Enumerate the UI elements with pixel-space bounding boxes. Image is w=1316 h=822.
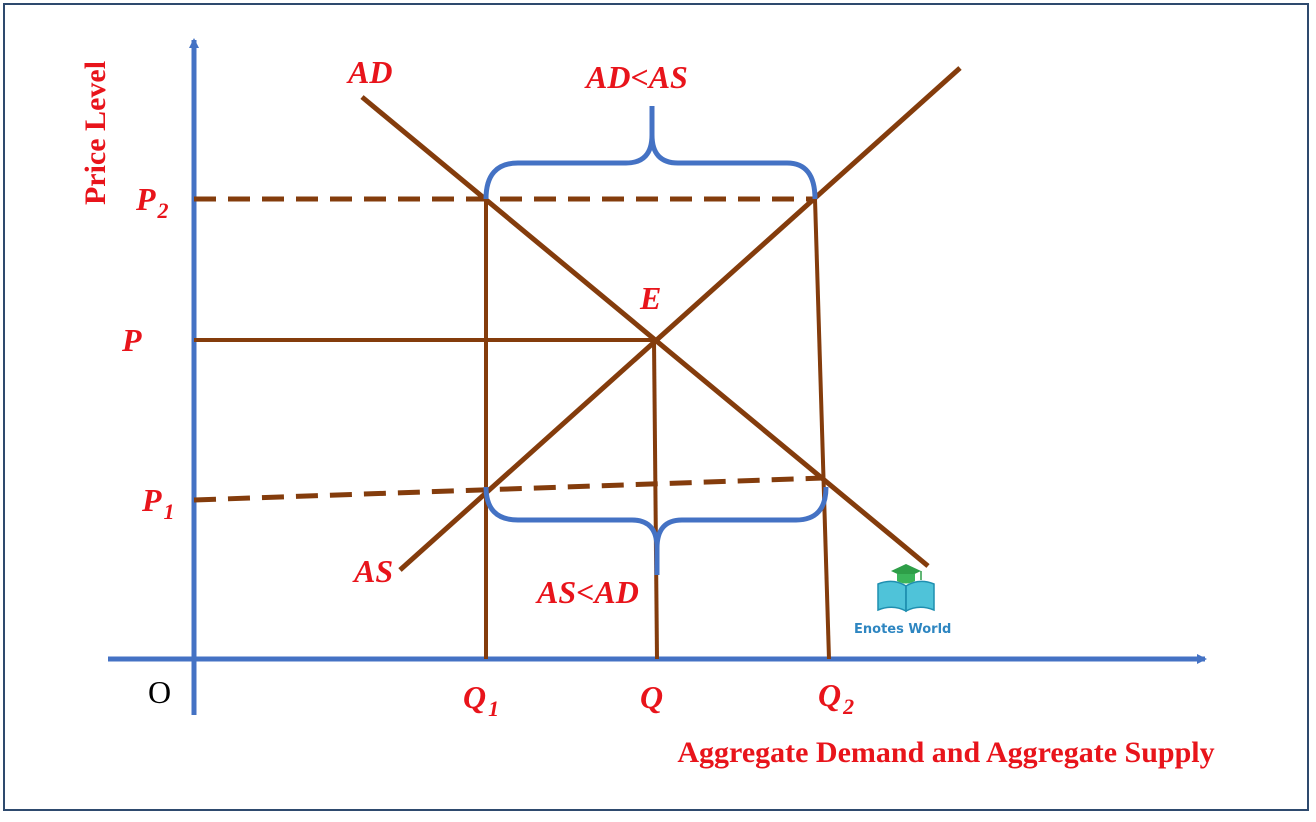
x-axis-title: Aggregate Demand and Aggregate Supply (677, 736, 1214, 769)
origin-label: O (148, 674, 171, 710)
enotes-world-logo: Enotes World (854, 564, 951, 637)
y-axis-title: Price Level (79, 61, 112, 205)
logo-text: Enotes World (854, 622, 951, 637)
q2-label: Q2 (818, 677, 854, 719)
bottom-brace (483, 486, 829, 575)
ad-curve (360, 95, 930, 568)
p1-dashed-line (193, 475, 824, 503)
p2-label: P2 (135, 181, 169, 223)
top-annotation: AD<AS (584, 59, 688, 95)
q-line (652, 339, 659, 660)
book-icon (877, 580, 935, 613)
diagram-frame (3, 3, 1309, 811)
p-label: P (121, 322, 142, 358)
top-brace (483, 106, 818, 200)
equilibrium-label: E (639, 280, 661, 316)
as-label: AS (352, 553, 393, 589)
q1-label: Q1 (463, 679, 499, 721)
as-curve (398, 66, 962, 572)
q-label: Q (640, 679, 663, 715)
bottom-annotation: AS<AD (535, 574, 639, 610)
ad-label: AD (346, 54, 392, 90)
graduation-cap-icon (891, 564, 922, 584)
p1-label: P1 (141, 482, 175, 524)
q2-line (813, 198, 831, 660)
